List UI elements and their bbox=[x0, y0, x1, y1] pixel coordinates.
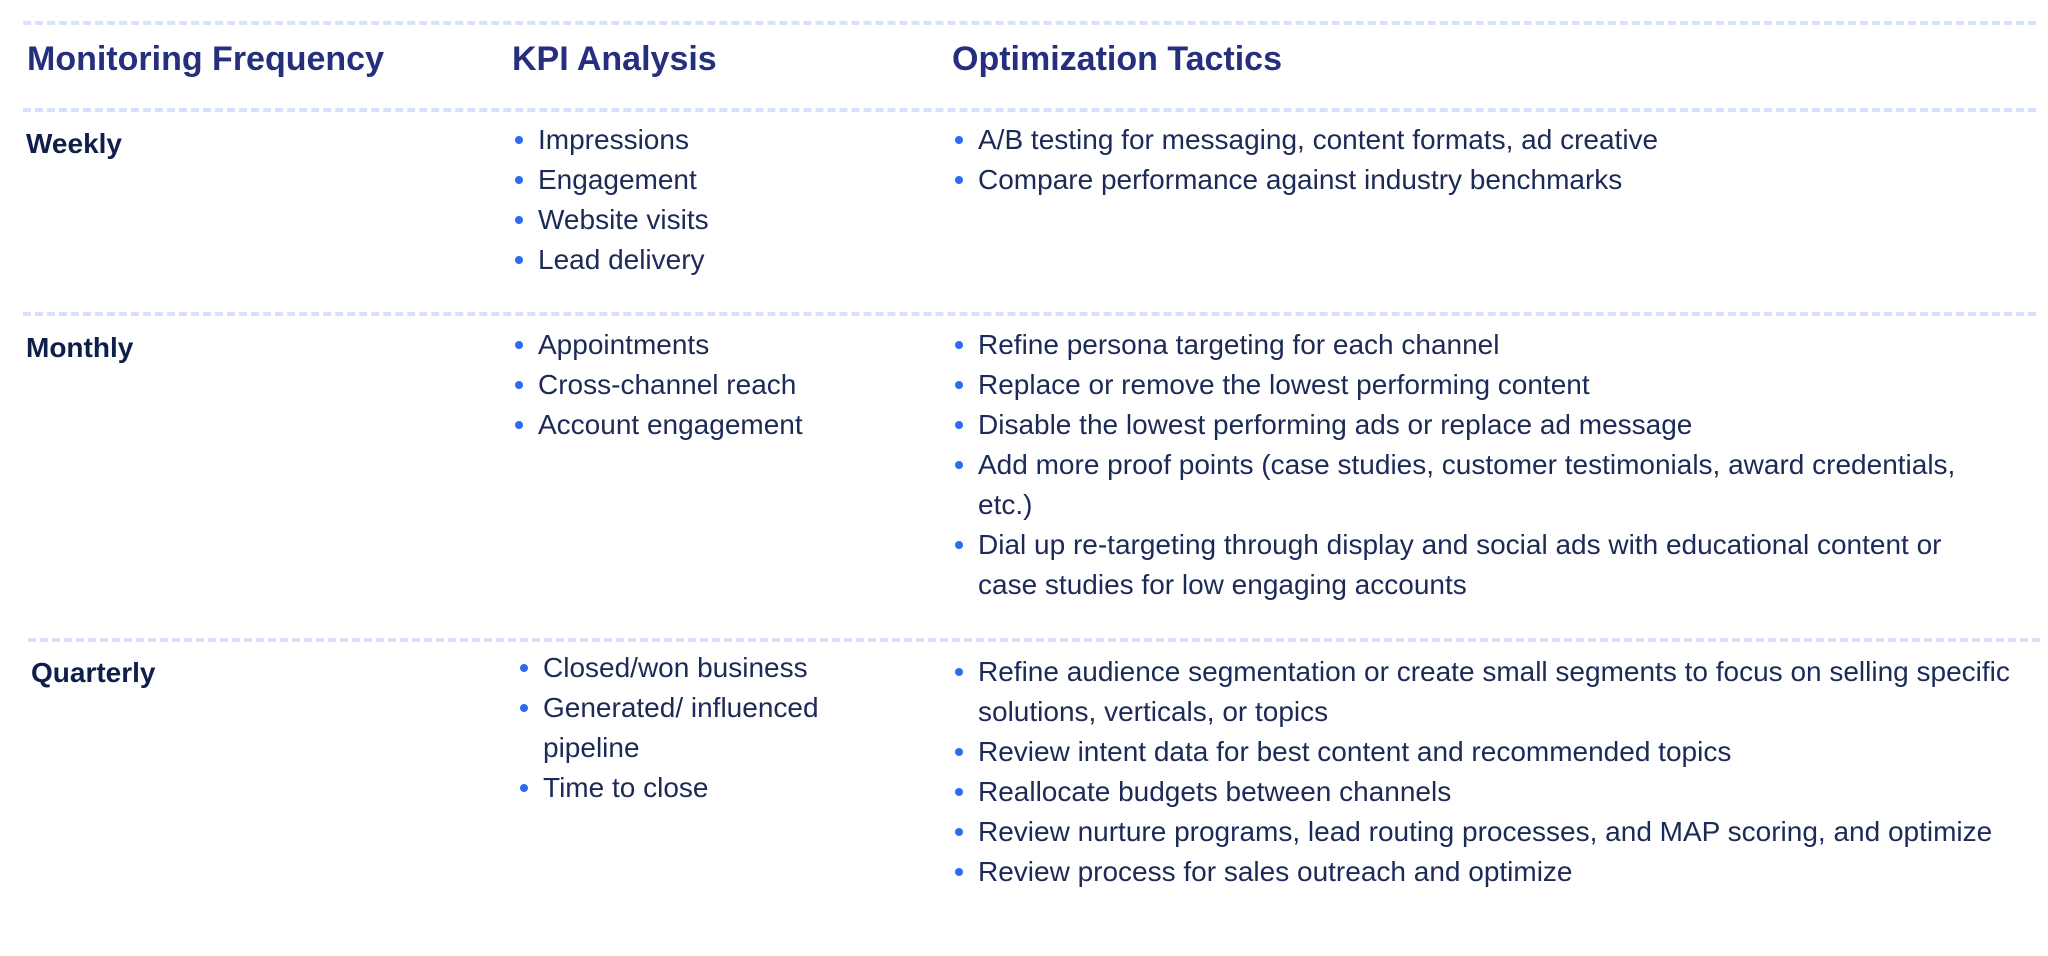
tactic-item: Replace or remove the lowest performing … bbox=[955, 365, 1960, 405]
tactics-list-weekly: A/B testing for messaging, content forma… bbox=[955, 120, 2025, 200]
tactic-item: Compare performance against industry ben… bbox=[955, 160, 2025, 200]
header-monitoring-frequency: Monitoring Frequency bbox=[27, 40, 384, 78]
kpi-item: Account engagement bbox=[515, 405, 895, 445]
tactics-list-quarterly: Refine audience segmentation or create s… bbox=[955, 652, 2025, 892]
divider-header bbox=[23, 108, 2036, 112]
row-label-quarterly: Quarterly bbox=[31, 657, 156, 688]
kpi-item: Time to close bbox=[520, 768, 880, 808]
row-label-weekly: Weekly bbox=[26, 128, 122, 159]
header-kpi-analysis: KPI Analysis bbox=[512, 40, 717, 78]
divider-monthly-quarterly bbox=[28, 638, 2040, 642]
kpi-item: Engagement bbox=[515, 160, 895, 200]
kpi-item: Lead delivery bbox=[515, 240, 895, 280]
kpi-item: Cross-channel reach bbox=[515, 365, 895, 405]
tactic-item: Refine persona targeting for each channe… bbox=[955, 325, 1960, 365]
tactic-item: Review nurture programs, lead routing pr… bbox=[955, 812, 2025, 852]
tactic-item: Reallocate budgets between channels bbox=[955, 772, 2025, 812]
tactic-item: Add more proof points (case studies, cus… bbox=[955, 445, 1960, 525]
tactic-item: Disable the lowest performing ads or rep… bbox=[955, 405, 1960, 445]
kpi-item: Generated/ influenced pipeline bbox=[520, 688, 880, 768]
kpi-item: Website visits bbox=[515, 200, 895, 240]
divider-weekly-monthly bbox=[23, 312, 2036, 316]
tactic-item: Review process for sales outreach and op… bbox=[955, 852, 2025, 892]
tactic-item: Dial up re-targeting through display and… bbox=[955, 525, 1960, 605]
kpi-list-quarterly: Closed/won business Generated/ influence… bbox=[520, 648, 880, 808]
kpi-list-weekly: Impressions Engagement Website visits Le… bbox=[515, 120, 895, 280]
kpi-item: Appointments bbox=[515, 325, 895, 365]
tactic-item: Review intent data for best content and … bbox=[955, 732, 2025, 772]
kpi-item: Impressions bbox=[515, 120, 895, 160]
kpi-list-monthly: Appointments Cross-channel reach Account… bbox=[515, 325, 895, 445]
row-label-monthly: Monthly bbox=[26, 332, 134, 363]
header-optimization-tactics: Optimization Tactics bbox=[952, 40, 1282, 78]
divider-top bbox=[23, 21, 2036, 25]
tactic-item: A/B testing for messaging, content forma… bbox=[955, 120, 2025, 160]
kpi-item: Closed/won business bbox=[520, 648, 880, 688]
tactics-list-monthly: Refine persona targeting for each channe… bbox=[955, 325, 1960, 605]
tactic-item: Refine audience segmentation or create s… bbox=[955, 652, 2025, 732]
